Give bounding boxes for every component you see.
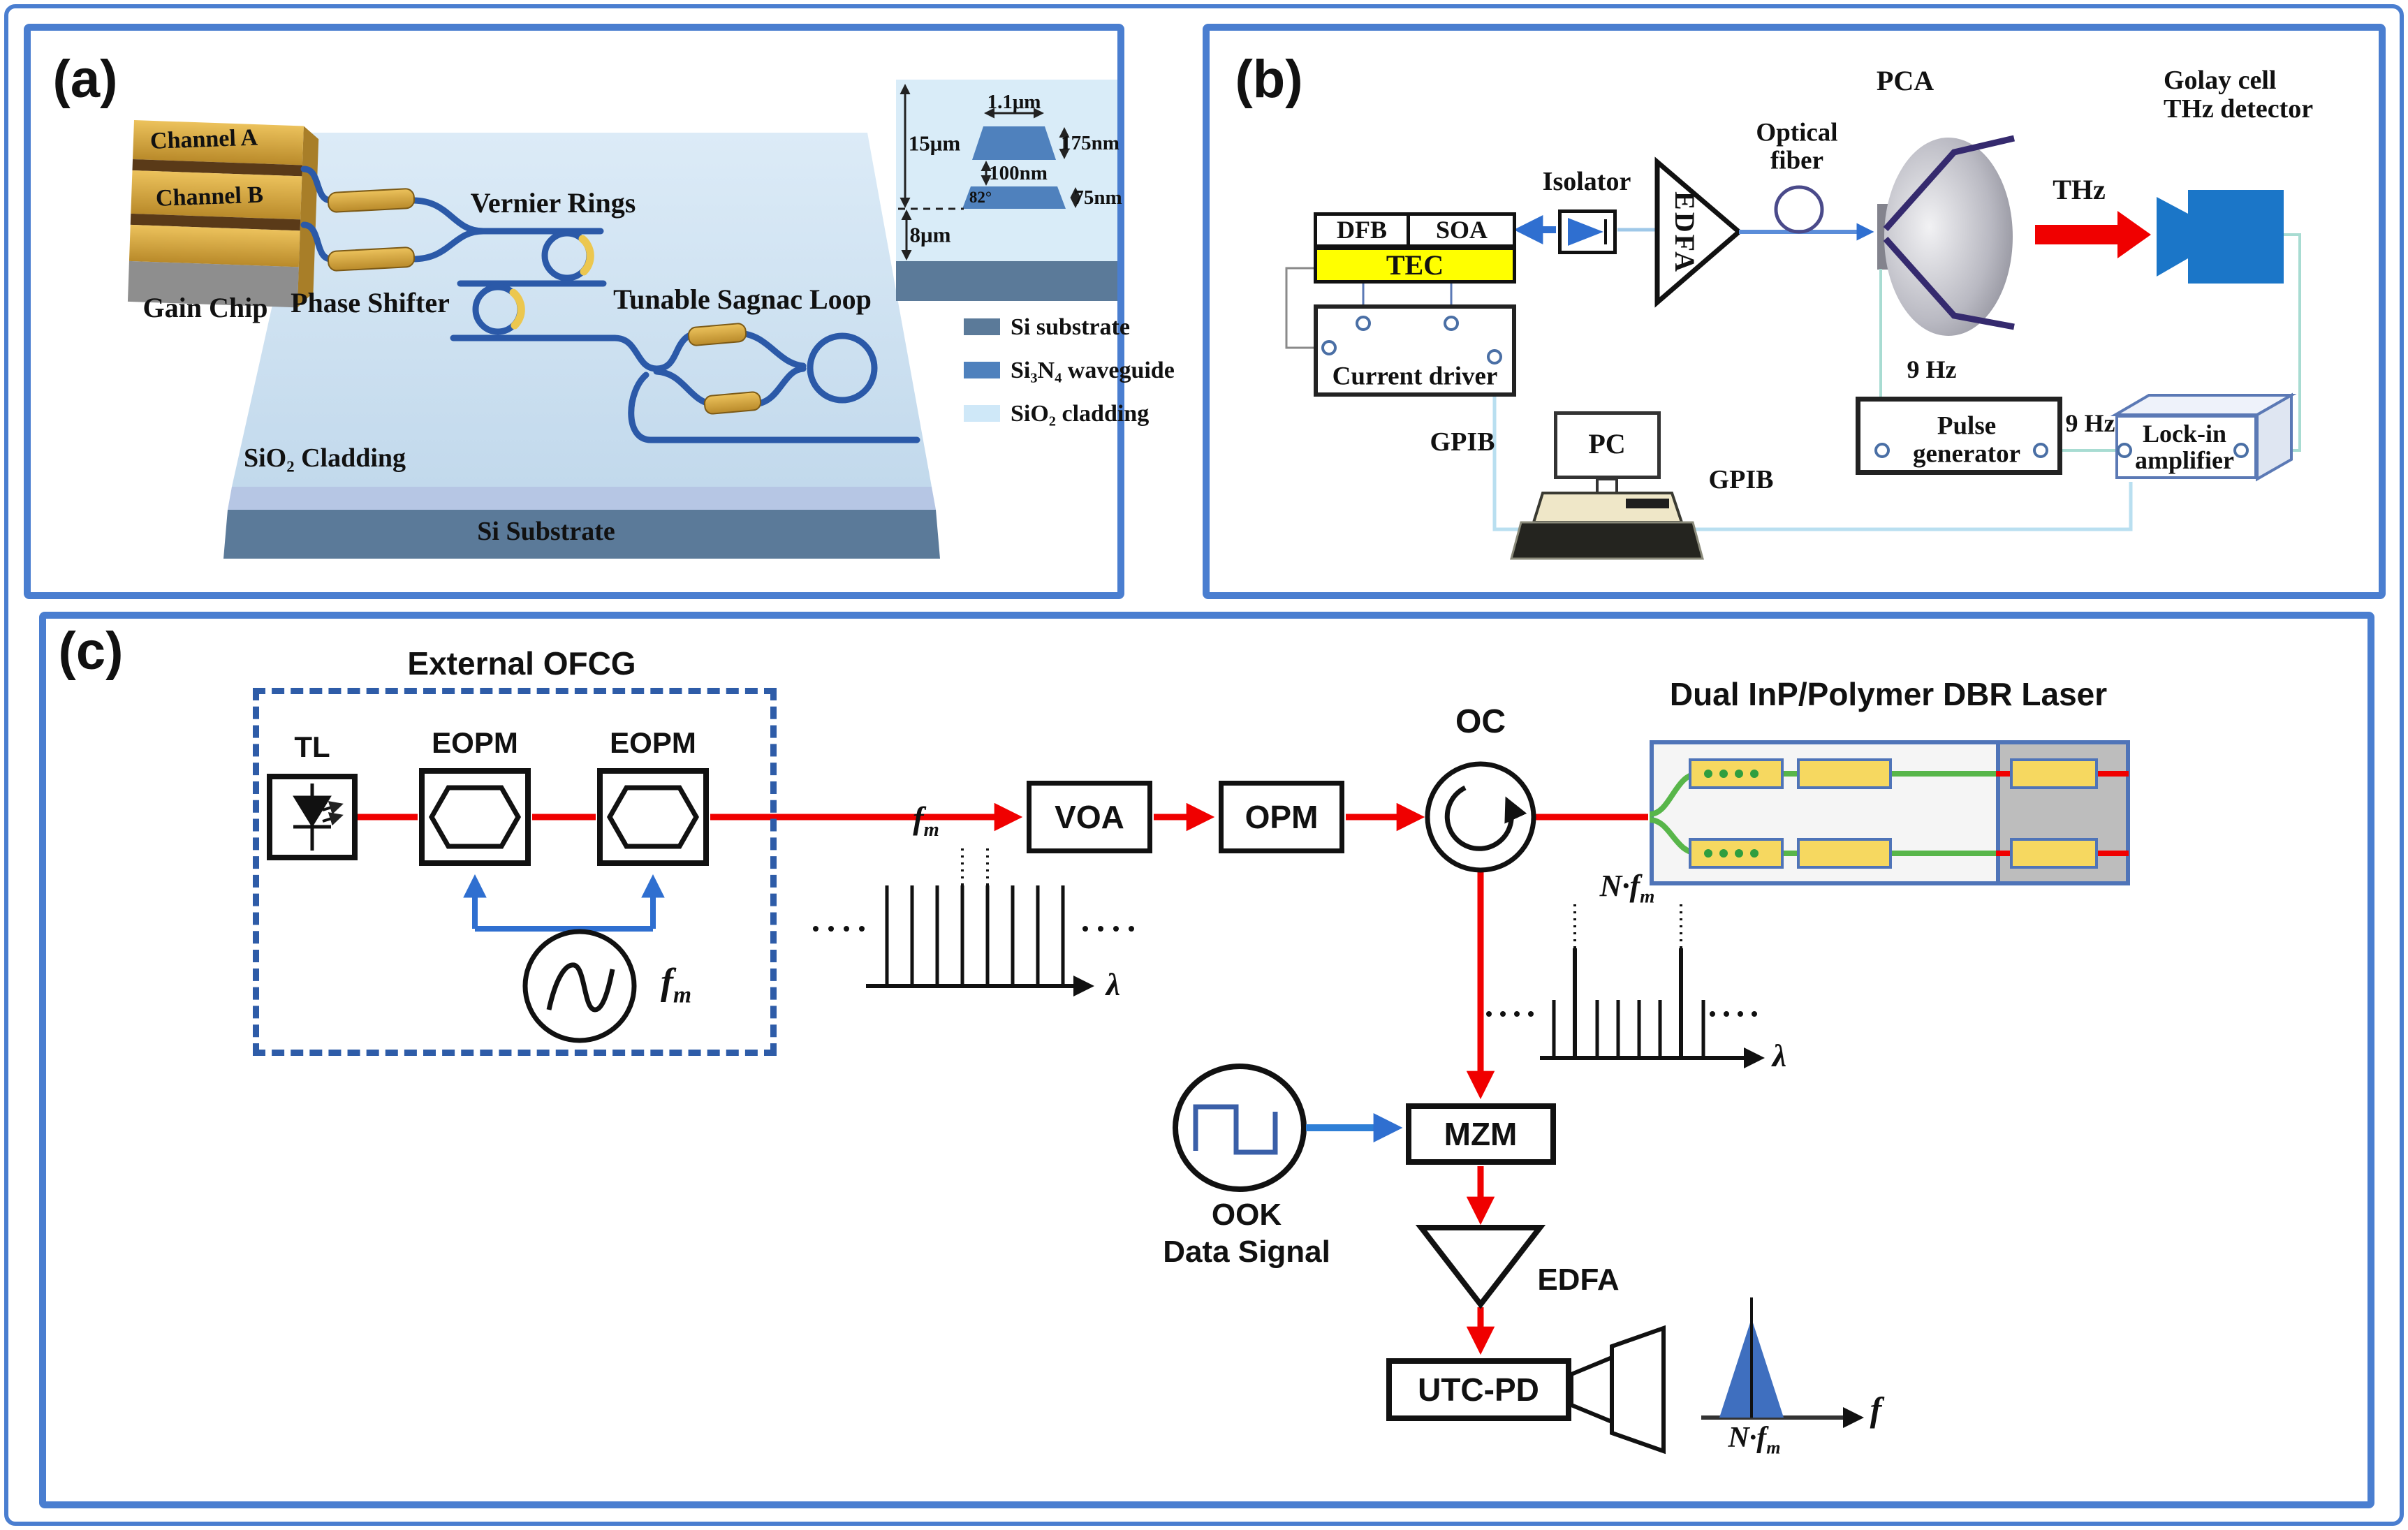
sagnac-loop-label: Tunable Sagnac Loop	[613, 284, 872, 315]
inset-width-label: 1.1μm	[987, 90, 1041, 113]
lambda2-label: λ	[1772, 1037, 1787, 1073]
mzm-box	[1406, 1103, 1556, 1165]
oc-label: OC	[1455, 703, 1506, 740]
inset-75nm-label: 75nm	[1073, 186, 1122, 209]
dbr-laser-title: Dual InP/Polymer DBR Laser	[1669, 675, 2108, 712]
soa-label: SOA	[1435, 216, 1488, 244]
fm-spectrum-label: fm	[913, 800, 939, 841]
golay-label-1: Golay cell	[2164, 66, 2277, 96]
edfa-c-label: EDFA	[1537, 1262, 1620, 1297]
tl-label: TL	[294, 730, 330, 763]
utcpd-label: UTC-PD	[1418, 1371, 1539, 1408]
gpib-left-label: GPIB	[1430, 427, 1495, 457]
thz-label: THz	[2053, 174, 2106, 205]
isolator-box	[1558, 209, 1617, 254]
tl-box	[267, 774, 358, 860]
legend-cladding-label: SiO₂ cladding	[1011, 401, 1150, 427]
sio2-cladding-label: SiO₂ Cladding	[243, 443, 406, 473]
isolator-label: Isolator	[1542, 167, 1631, 197]
current-driver-box	[1314, 304, 1516, 397]
eopm2-label: EOPM	[610, 726, 696, 759]
dbr-laser-gray-zone	[1996, 740, 2130, 885]
ook-label-1: OOK	[1211, 1197, 1282, 1232]
opm-label: OPM	[1245, 798, 1319, 835]
optical-fiber-label-1: Optical	[1756, 118, 1838, 147]
soa-cell	[1407, 212, 1516, 248]
golay-label-2: THz detector	[2164, 94, 2314, 124]
si-substrate-label: Si Substrate	[477, 517, 615, 547]
gain-chip-label: Gain Chip	[142, 292, 268, 323]
eopm1-label: EOPM	[432, 726, 518, 759]
pca-label: PCA	[1876, 65, 1935, 96]
panel-b-tag: (b)	[1235, 50, 1303, 110]
lambda1-label: λ	[1106, 966, 1121, 1002]
nfm-peak-label: N·fm	[1728, 1422, 1781, 1458]
figure-outer-border	[4, 4, 2404, 1526]
utcpd-box	[1386, 1358, 1571, 1421]
inset-angle-label: 82°	[969, 188, 992, 206]
legend-waveguide-label: Si₃N₄ waveguide	[1011, 358, 1175, 384]
f-axis-label: f	[1870, 1389, 1882, 1429]
hz-link-label: 9 Hz	[2065, 409, 2115, 438]
eopm2-box	[597, 768, 709, 866]
opm-box	[1219, 781, 1344, 853]
dfb-label: DFB	[1337, 216, 1387, 244]
vernier-rings-label: Vernier Rings	[470, 187, 636, 219]
edfa-b-label: EDFA	[1669, 191, 1701, 274]
channel-a-label: Channel A	[149, 124, 258, 154]
nfm-spectrum-label: N·fm	[1599, 868, 1655, 907]
pulse-label-1: Pulse	[1937, 411, 1997, 441]
hz-pca-label: 9 Hz	[1907, 355, 1957, 384]
panel-c-tag: (c)	[58, 621, 124, 682]
gpib-right-label: GPIB	[1708, 465, 1774, 495]
lockin-label-1: Lock-in	[2142, 420, 2227, 448]
voa-box	[1027, 781, 1152, 853]
inset-100nm-label: 100nm	[989, 161, 1048, 184]
ofcg-title: External OFCG	[407, 645, 636, 682]
pc-label: PC	[1588, 428, 1626, 459]
phase-shifter-label: Phase Shifter	[291, 287, 450, 318]
optical-fiber-label-2: fiber	[1770, 146, 1824, 175]
ook-label-2: Data Signal	[1163, 1234, 1330, 1269]
tec-bar	[1314, 247, 1516, 284]
channel-b-label: Channel B	[155, 182, 264, 212]
eopm1-box	[419, 768, 531, 866]
inset-15um-label: 15μm	[908, 131, 961, 156]
mzm-label: MZM	[1444, 1115, 1518, 1152]
legend-substrate-label: Si substrate	[1011, 314, 1130, 341]
pulse-label-2: generator	[1912, 439, 2021, 469]
inset-8um-label: 8μm	[909, 222, 951, 247]
external-ofcg-dashed-box	[253, 688, 777, 1056]
fm-oscillator-label: fm	[660, 960, 692, 1008]
voa-label: VOA	[1055, 798, 1124, 835]
current-driver-label: Current driver	[1332, 362, 1498, 391]
lockin-label-2: amplifier	[2135, 446, 2234, 475]
panel-a-tag: (a)	[52, 50, 118, 110]
tec-label: TEC	[1386, 249, 1444, 281]
inset-175nm-label: 175nm	[1061, 131, 1119, 154]
